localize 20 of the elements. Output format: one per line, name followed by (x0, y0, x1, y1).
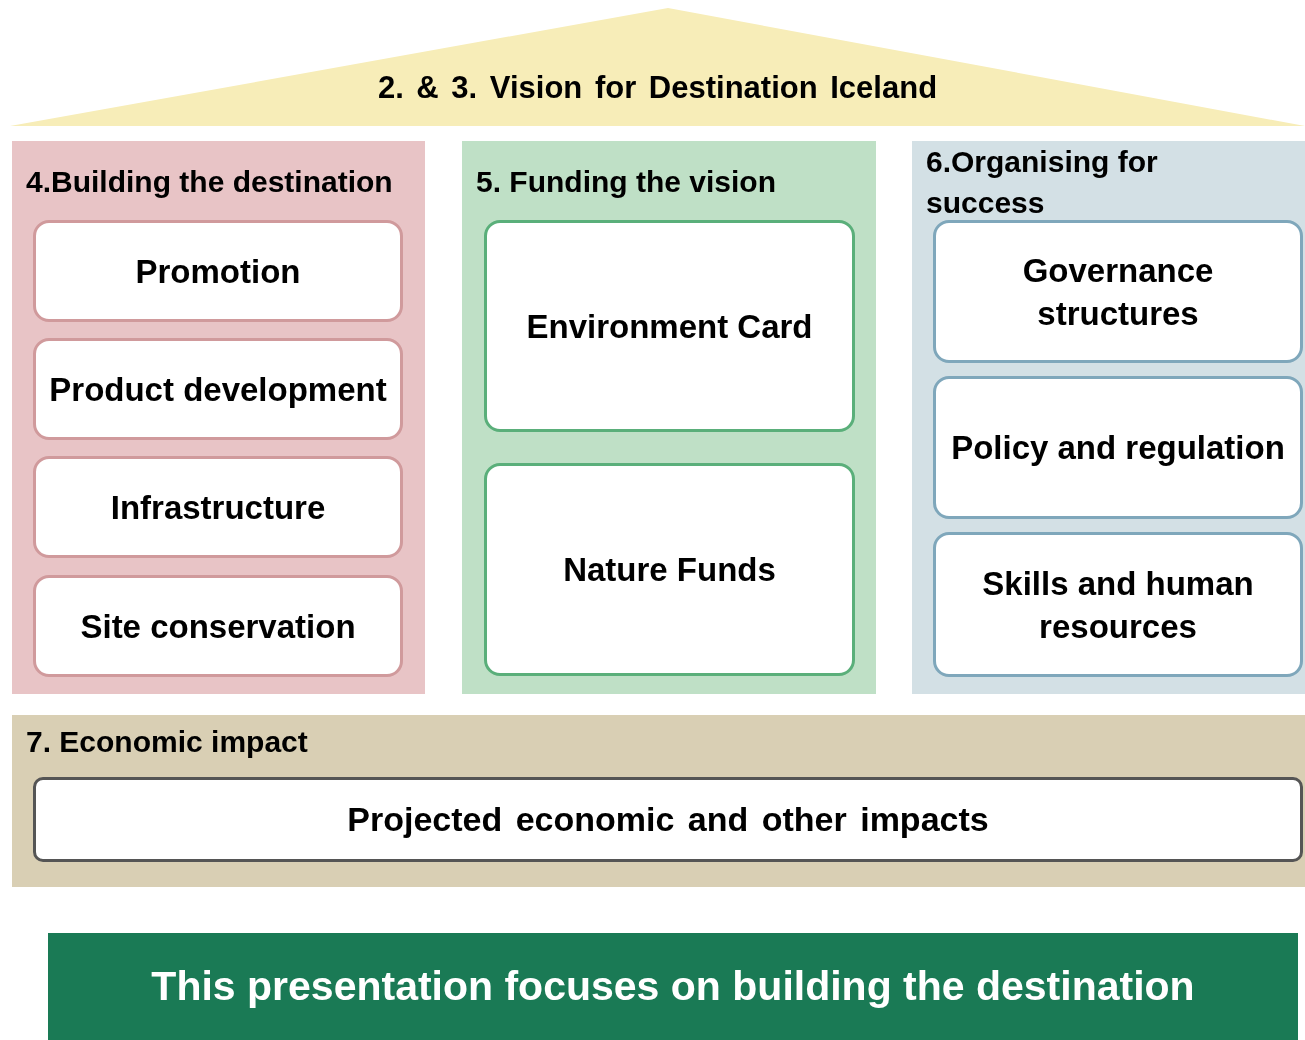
roof-title: 2. & 3. Vision for Destination Iceland (376, 70, 939, 106)
section-panel (12, 715, 1305, 887)
topic-card: Environment Card (484, 220, 855, 432)
message-banner: This presentation focuses on building the destination (48, 933, 1298, 1040)
section-heading: 5. Funding the vision (476, 164, 776, 200)
topic-card: Policy and regulation (933, 376, 1303, 519)
section-heading: 4.Building the destination (26, 164, 393, 200)
topic-card: Product development (33, 338, 403, 440)
section-panel (462, 141, 876, 694)
section-heading: 7. Economic impact (26, 724, 308, 760)
topic-card: Site conservation (33, 575, 403, 677)
topic-card: Skills and human resources (933, 532, 1303, 677)
topic-card: Governance structures (933, 220, 1303, 363)
section-panel (912, 141, 1305, 694)
topic-card: Nature Funds (484, 463, 855, 676)
topic-card: Promotion (33, 220, 403, 322)
topic-card: Projected economic and other impacts (33, 777, 1303, 862)
section-panel (12, 141, 425, 694)
topic-card: Infrastructure (33, 456, 403, 558)
section-heading: 6.Organising for success (926, 144, 1159, 221)
